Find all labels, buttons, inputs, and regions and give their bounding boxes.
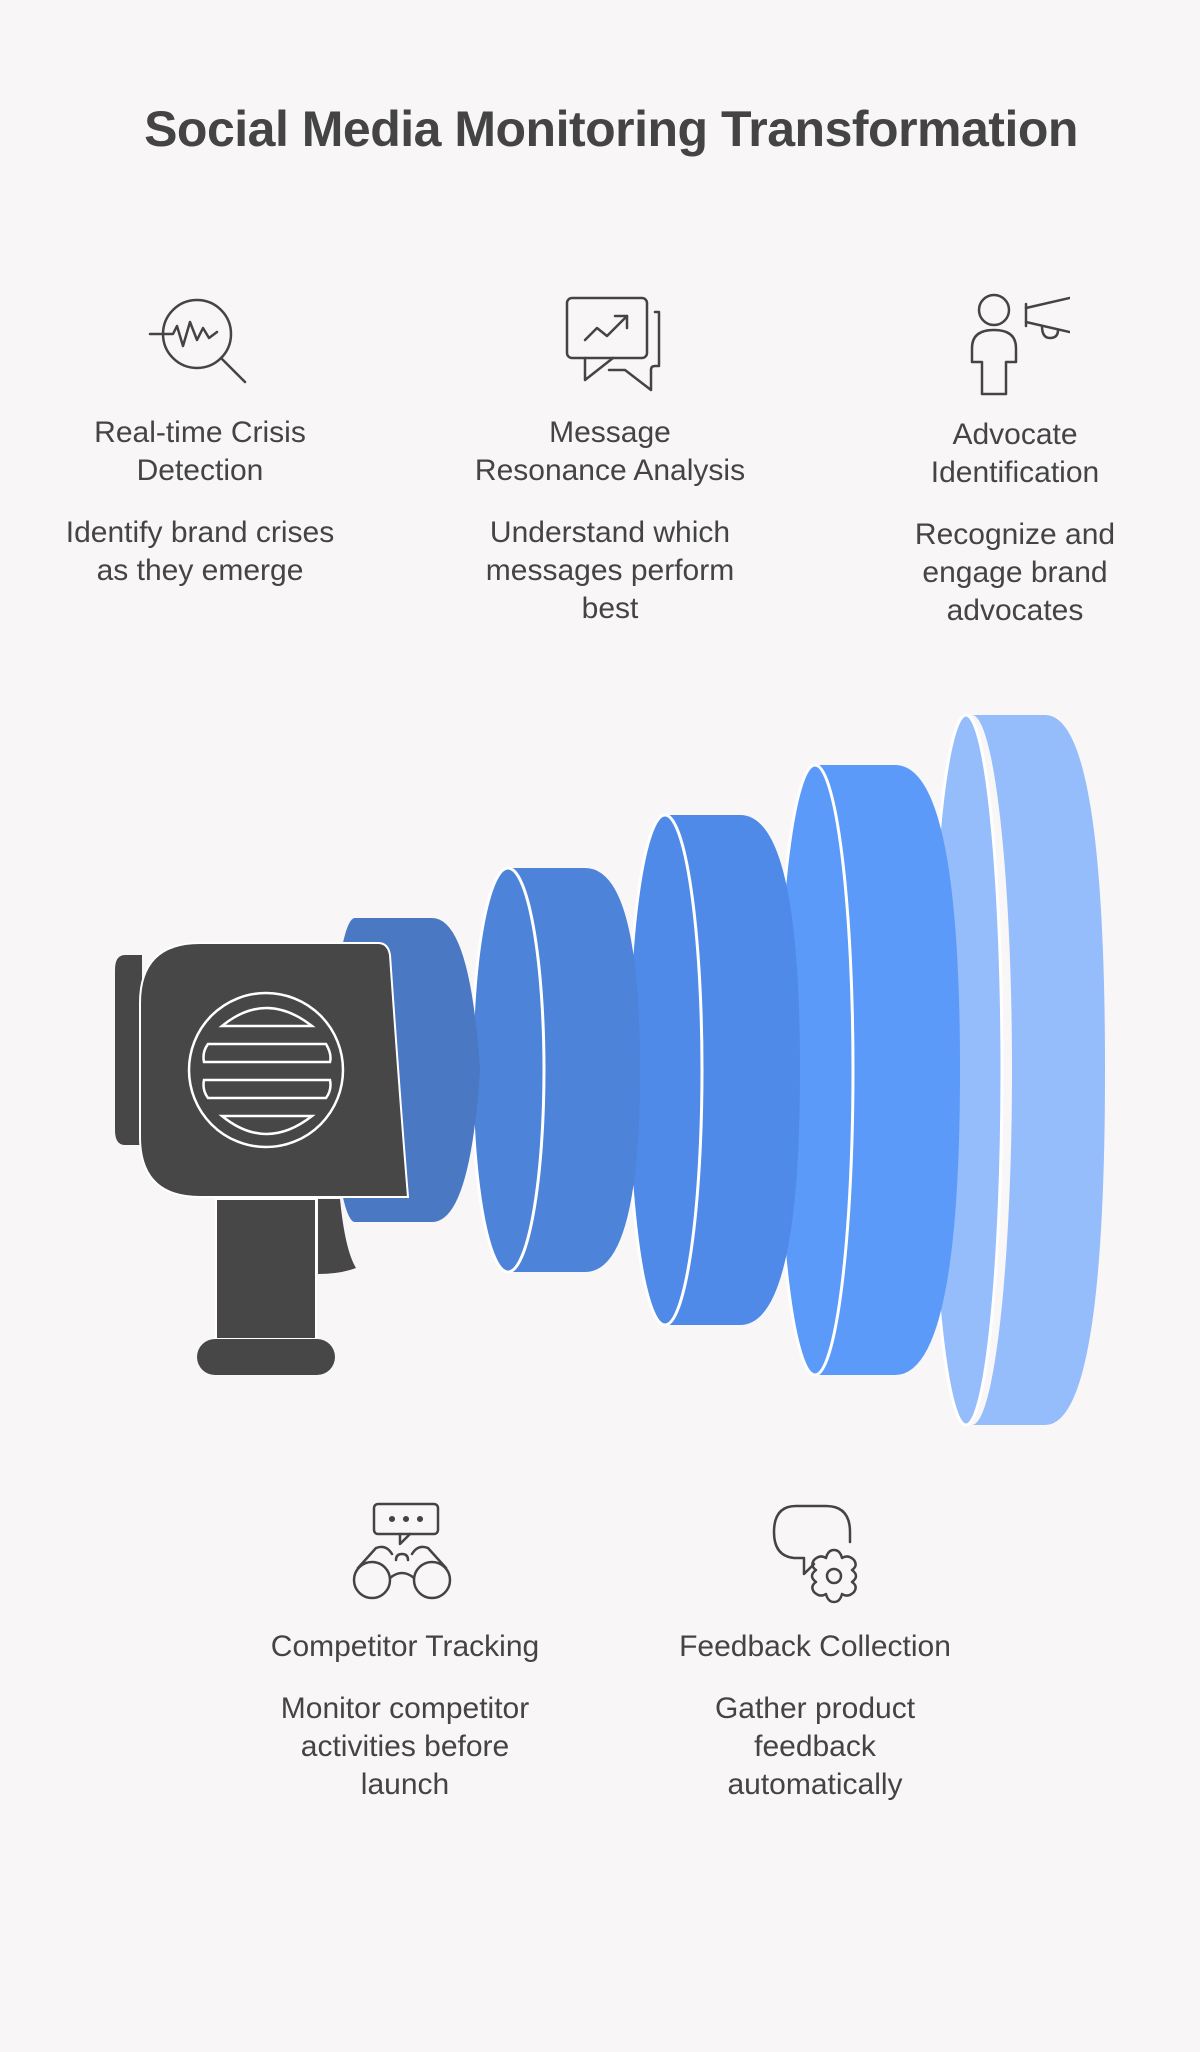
feature-description: Recognize and engage brand advocates bbox=[914, 518, 1116, 627]
speaker-grille bbox=[187, 991, 345, 1149]
feature-advocate-identification: Advocate Identification Recognize and en… bbox=[860, 292, 1170, 630]
crisis-search-icon bbox=[148, 298, 247, 384]
feature-message-resonance-analysis: Message Resonance Analysis Understand wh… bbox=[440, 292, 780, 628]
feature-description: Identify brand crises as they emerge bbox=[65, 516, 335, 587]
binoculars-chat-icon bbox=[352, 1502, 452, 1600]
feature-real-time-crisis-detection: Real-time Crisis Detection Identify bran… bbox=[40, 292, 360, 590]
person-megaphone-icon bbox=[970, 293, 1070, 396]
chat-trend-icon bbox=[565, 296, 661, 392]
feature-label: Message Resonance Analysis bbox=[474, 416, 746, 487]
feature-description: Monitor competitor activities before lau… bbox=[280, 1692, 530, 1801]
megaphone-body bbox=[115, 942, 410, 1375]
feature-label: Feedback Collection bbox=[679, 1630, 951, 1663]
feature-description: Understand which messages perform best bbox=[485, 516, 735, 625]
feature-label: Advocate Identification bbox=[930, 418, 1100, 489]
signal-ring-3 bbox=[626, 813, 800, 1327]
feature-label: Real-time Crisis Detection bbox=[94, 416, 306, 487]
feature-label: Competitor Tracking bbox=[270, 1630, 540, 1663]
feature-description: Gather product feedback automatically bbox=[714, 1692, 916, 1801]
signal-ring-2 bbox=[470, 866, 640, 1274]
chat-gear-icon bbox=[772, 1504, 858, 1604]
feature-competitor-tracking: Competitor Tracking Monitor competitor a… bbox=[250, 1502, 560, 1804]
page-title: Social Media Monitoring Transformation bbox=[144, 101, 1078, 157]
feature-feedback-collection: Feedback Collection Gather product feedb… bbox=[660, 1502, 970, 1804]
signal-ring-4 bbox=[775, 763, 960, 1377]
